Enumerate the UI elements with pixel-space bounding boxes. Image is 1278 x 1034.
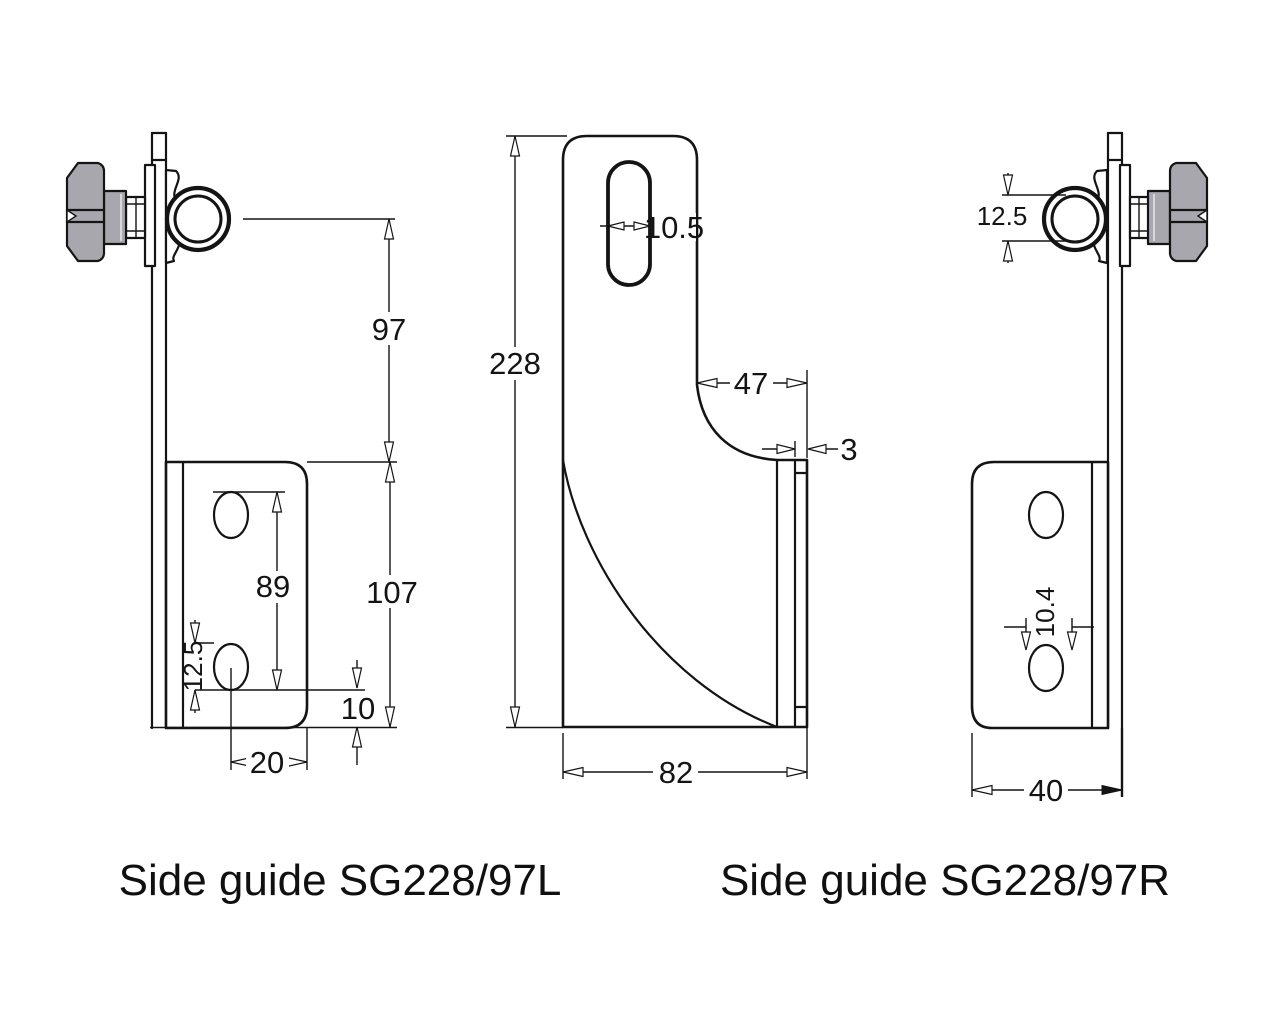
front-flange-lines — [775, 458, 809, 729]
dim-10-5-bg — [652, 213, 696, 241]
dim-89-bg — [252, 571, 294, 603]
arrow-down-icon — [189, 622, 201, 644]
left-side-view: 97 107 89 12.5 10 20 — [65, 131, 419, 780]
arrow-up-icon — [189, 689, 201, 711]
dim-228: 228 — [489, 346, 541, 381]
dim-10-4: 10.4 — [1030, 587, 1060, 638]
arrow-up-icon — [383, 218, 395, 240]
wing-knob-notch — [66, 208, 78, 224]
dim-40-bg — [1024, 776, 1068, 804]
wing-knob-notch — [1196, 208, 1208, 224]
knob-collar — [102, 189, 128, 246]
dim-228-bg — [487, 347, 544, 380]
arrow-right-icon — [1101, 784, 1123, 796]
dim-228-lines — [506, 135, 567, 729]
dim-12-5-ring: 12.5 — [977, 201, 1028, 231]
arrow-down-icon — [351, 667, 363, 689]
dim-12-5-lines — [1002, 173, 1066, 263]
upper-slot-hole — [1027, 490, 1065, 540]
arrow-right-icon — [786, 377, 808, 389]
dim-47-bg — [730, 369, 773, 398]
bracket-plate — [970, 460, 1110, 730]
front-slot — [606, 160, 652, 287]
arrow-up-icon — [1002, 240, 1014, 262]
upper-slot-hole — [212, 490, 250, 540]
dim-47: 47 — [734, 366, 768, 401]
wing-knob-groove — [65, 208, 106, 224]
arrow-left-icon — [696, 377, 718, 389]
arrow-right-icon — [776, 443, 796, 455]
dim-97-bg — [371, 312, 408, 345]
arrow-down-icon — [384, 706, 396, 728]
dim-40: 40 — [1029, 773, 1063, 808]
arrow-up-icon — [509, 135, 521, 157]
dim-12-5: 12.5 — [178, 641, 208, 692]
knob-collar — [1146, 189, 1172, 246]
front-bend-curve — [561, 458, 779, 729]
arrow-up-icon — [351, 726, 363, 748]
front-view: 228 10.5 47 3 82 — [487, 134, 858, 790]
dim-10-5: 10.5 — [644, 210, 704, 245]
dim-20-bg — [246, 748, 289, 776]
arrow-left-icon — [562, 766, 584, 778]
arrow-left-icon — [607, 221, 625, 231]
guide-ring-inner — [173, 194, 223, 244]
arrow-down-icon — [1002, 174, 1014, 196]
dim-107-bg — [364, 575, 419, 608]
arrow-down-icon — [383, 441, 395, 463]
arrow-down-icon — [1066, 631, 1078, 651]
arrow-left-icon — [807, 443, 827, 455]
arrow-up-icon — [271, 491, 283, 513]
dim-107: 107 — [366, 575, 418, 610]
arrow-down-icon — [271, 669, 283, 691]
thread-lines — [126, 197, 145, 238]
arrow-right-icon — [633, 221, 651, 231]
caption-left: Side guide SG228/97L — [119, 856, 562, 905]
caption-right: Side guide SG228/97R — [720, 856, 1170, 905]
dim-20: 20 — [250, 745, 284, 780]
arrow-up-icon — [384, 461, 396, 483]
arrow-down-icon — [509, 706, 521, 728]
dim-82: 82 — [659, 755, 693, 790]
dim-97: 97 — [372, 312, 406, 347]
arrow-left-icon — [971, 784, 993, 796]
wing-knob — [65, 161, 106, 263]
dim-10: 10 — [341, 691, 375, 726]
wing-knob — [1168, 161, 1209, 263]
dim-82-bg — [653, 757, 698, 787]
clamp-plate — [1118, 163, 1132, 268]
dim-3: 3 — [840, 432, 857, 467]
arrow-right-icon — [786, 766, 808, 778]
right-side-view: 12.5 10.4 40 — [970, 131, 1209, 808]
arrow-right-icon — [286, 756, 308, 768]
arrow-down-icon — [1020, 631, 1032, 651]
wing-knob-groove — [1168, 208, 1209, 224]
lower-slot-hole — [1027, 643, 1065, 693]
thread-lines — [1130, 197, 1149, 238]
guide-ring-inner — [1050, 194, 1100, 244]
clamp-plate — [143, 163, 157, 268]
dim-89: 89 — [256, 569, 290, 604]
bracket-plate — [164, 460, 309, 730]
